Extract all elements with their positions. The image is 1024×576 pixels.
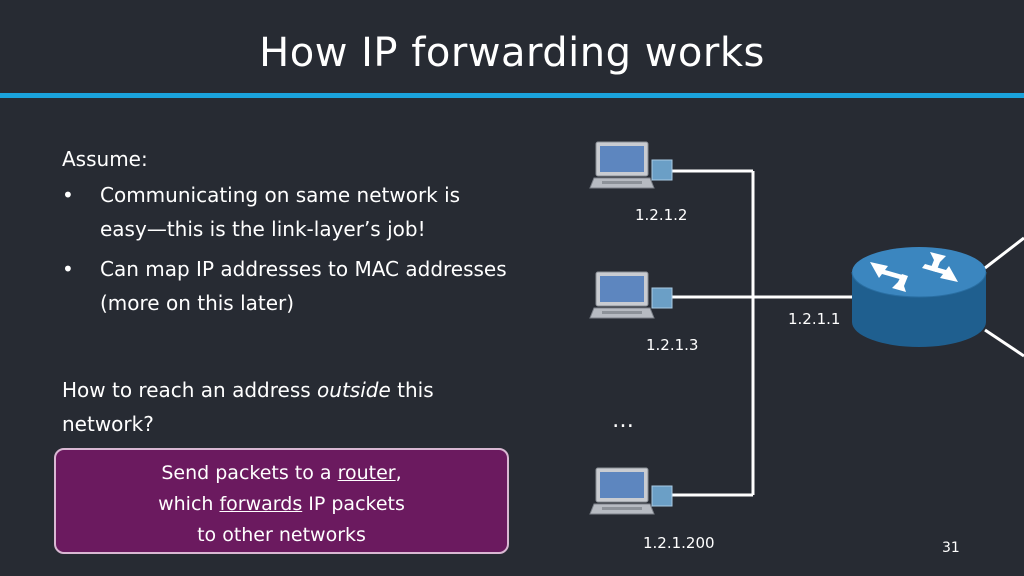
forwards-term: forwards bbox=[219, 493, 303, 515]
host-ip-label: 1.2.1.3 bbox=[646, 336, 699, 354]
title-divider bbox=[0, 93, 1024, 98]
laptop-icon bbox=[589, 467, 655, 515]
callout-text: , bbox=[395, 462, 402, 484]
bullet-text: Can map IP addresses to MAC addresses (m… bbox=[100, 257, 507, 315]
router-term: router bbox=[337, 462, 396, 484]
question-text: How to reach an address outside this net… bbox=[62, 373, 512, 441]
host-ip-label: 1.2.1.2 bbox=[635, 206, 688, 224]
laptop-icon bbox=[589, 271, 655, 319]
assumption-list: • Communicating on same network is easy—… bbox=[62, 178, 512, 320]
assumptions-block: Assume: • Communicating on same network … bbox=[62, 142, 512, 326]
callout-line-3: to other networks bbox=[197, 524, 366, 546]
wire bbox=[984, 328, 1024, 358]
wire bbox=[984, 236, 1024, 270]
laptop-icon bbox=[589, 141, 655, 189]
host-ip-label: 1.2.1.200 bbox=[643, 534, 715, 552]
question-emphasis: outside bbox=[317, 378, 391, 402]
callout-line-2: which forwards IP packets bbox=[56, 489, 507, 520]
callout-text: which bbox=[158, 493, 220, 515]
callout-text: Send packets to a bbox=[161, 462, 338, 484]
port-icon bbox=[651, 485, 673, 507]
router-icon bbox=[851, 247, 987, 347]
callout-line-1: Send packets to a router, bbox=[56, 458, 507, 489]
assume-label: Assume: bbox=[62, 147, 148, 171]
bullet-glyph: • bbox=[62, 183, 74, 207]
port-icon bbox=[651, 287, 673, 309]
port-icon bbox=[651, 159, 673, 181]
page-number: 31 bbox=[942, 540, 960, 556]
slide-title: How IP forwarding works bbox=[259, 30, 765, 76]
router-callout: Send packets to a router, which forwards… bbox=[54, 448, 509, 554]
router-ip-label: 1.2.1.1 bbox=[788, 310, 841, 328]
callout-text: IP packets bbox=[302, 493, 405, 515]
question-pre: How to reach an address bbox=[62, 378, 318, 402]
list-item: • Can map IP addresses to MAC addresses … bbox=[62, 252, 512, 320]
list-item: • Communicating on same network is easy—… bbox=[62, 178, 512, 246]
bullet-glyph: • bbox=[62, 257, 74, 281]
question-post: this network? bbox=[62, 378, 434, 436]
bullet-text: Communicating on same network is easy—th… bbox=[100, 183, 461, 241]
more-hosts-ellipsis: … bbox=[612, 408, 634, 433]
